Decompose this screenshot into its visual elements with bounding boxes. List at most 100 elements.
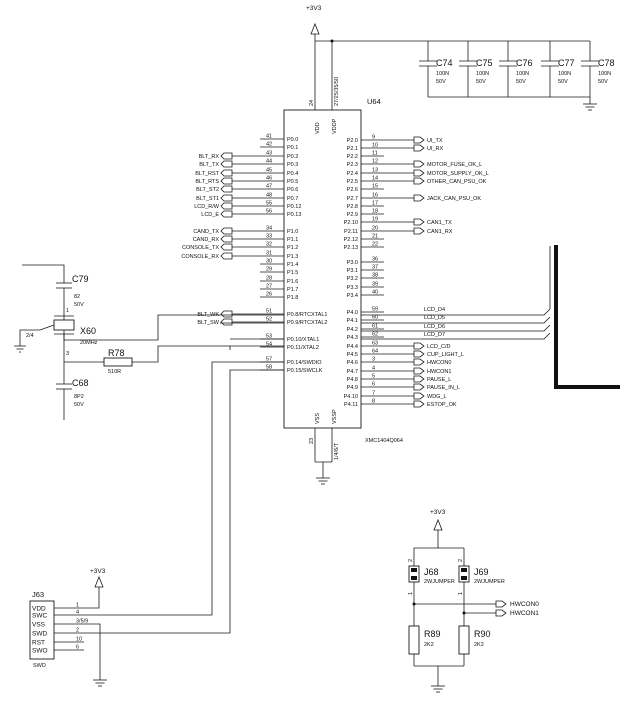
- pin-number: 63: [372, 341, 378, 347]
- net-label: JACK_CAN_PSU_OK: [427, 196, 481, 202]
- pin-name: P0.0: [287, 137, 298, 143]
- swd-pin-label: VSS: [32, 622, 46, 629]
- swd-pin-number: 4: [76, 610, 79, 616]
- pin-name: P2.9: [347, 212, 358, 218]
- cap-ref: C77: [558, 58, 575, 68]
- pin-number: 36: [372, 257, 378, 263]
- cap-value: 100N: [516, 71, 529, 77]
- pin-number: 6: [372, 382, 375, 388]
- pin-name: P2.4: [347, 171, 358, 177]
- r89-ref: R89: [424, 629, 441, 639]
- net-label: LCD_E: [201, 212, 219, 218]
- pin-name: P0.13: [287, 212, 301, 218]
- pin-number: 56: [266, 209, 272, 215]
- pin-name: P4.7: [347, 369, 358, 375]
- pin-number: 26: [266, 292, 272, 298]
- pin-name: P0.14/SWDIO: [287, 360, 322, 366]
- pin-name: P1.7: [287, 287, 298, 293]
- pin-number: 44: [266, 159, 272, 165]
- pin-name: P0.9/RTCXTAL2: [287, 320, 327, 326]
- net-label: MOTOR_FUSE_OK_L: [427, 162, 482, 168]
- pin-name: P1.5: [287, 270, 298, 276]
- pin-number: 62: [372, 332, 378, 338]
- pin-number: 55: [266, 201, 272, 207]
- swd-pin-number: 1: [76, 603, 79, 609]
- net-label: HWCON1: [427, 369, 451, 375]
- cap-voltage: 50V: [516, 79, 526, 85]
- pin-name: P1.2: [287, 245, 298, 251]
- net-label: PAUSE_IN_L: [427, 385, 460, 391]
- pin-name: P2.12: [344, 237, 358, 243]
- c68-ref: C68: [72, 378, 89, 388]
- pin-number: 19: [372, 217, 378, 223]
- pin-name: P2.13: [344, 245, 358, 251]
- pin-name: P4.6: [347, 360, 358, 366]
- cap-value: 100N: [598, 71, 611, 77]
- pin-name: P3.1: [347, 268, 358, 274]
- net-label: LCD_D5: [424, 315, 445, 321]
- ic-vss-pin: 23: [309, 438, 315, 444]
- r78-value: 510R: [108, 369, 121, 375]
- pin-number: 31: [266, 251, 272, 257]
- pin-number: 42: [266, 142, 272, 148]
- net-label: HWCON0: [427, 360, 451, 366]
- hwcon1-label: HWCON1: [510, 610, 539, 617]
- pin-name: P2.5: [347, 179, 358, 185]
- pin-name: P4.11: [344, 402, 358, 408]
- cap-ref: C75: [476, 58, 493, 68]
- swd-pin-label: SWD: [32, 631, 47, 638]
- ic-ref: U64: [367, 97, 381, 106]
- pin-number: 48: [266, 193, 272, 199]
- pin-name: P0.7: [287, 196, 298, 202]
- swd-wiring: +3V3: [84, 361, 284, 687]
- pin-number: 53: [266, 334, 272, 340]
- top-supply: +3V3: [306, 5, 590, 110]
- pin-name: P4.5: [347, 352, 358, 358]
- swd-pin: VSS 3/5/9: [32, 619, 88, 629]
- j69-pin-bot: 1: [458, 592, 464, 595]
- net-label: CAN1_TX: [427, 220, 452, 226]
- swd-pin-number: 3/5/9: [76, 619, 88, 625]
- c79-value: 82: [74, 294, 80, 300]
- pin-name: P4.0: [347, 310, 358, 316]
- pin-number: 4: [372, 366, 375, 372]
- pin-name: P0.8/RTCXTAL1: [287, 312, 327, 318]
- pin-name: P4.1: [347, 318, 358, 324]
- net-label: LCD_D7: [424, 332, 445, 338]
- pin-name: P0.1: [287, 145, 298, 151]
- swd-supply-label: +3V3: [90, 568, 106, 575]
- c68-value: 8P2: [74, 394, 84, 400]
- x60-pin-b: 1: [66, 308, 69, 314]
- pin-number: 7: [372, 391, 375, 397]
- net-label: LCD_D4: [424, 307, 445, 313]
- pin-number: 57: [266, 357, 272, 363]
- pin-number: 17: [372, 201, 378, 207]
